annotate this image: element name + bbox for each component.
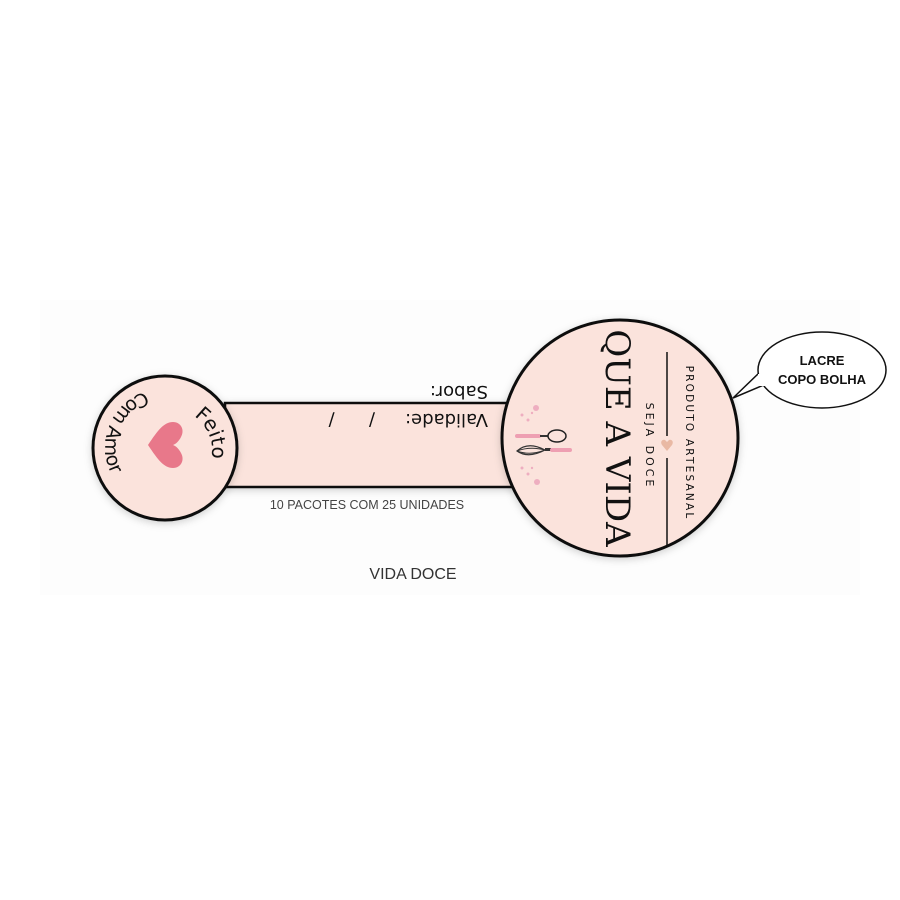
quantity-text: 10 PACOTES COM 25 UNIDADES <box>270 498 464 512</box>
seal-tagline: PRODUTO ARTESANAL <box>683 366 695 521</box>
seal-subtitle: SEJA DOCE <box>643 403 656 490</box>
flavor-label: Sabor: <box>430 381 488 402</box>
bubble-line-2: COPO BOLHA <box>778 372 867 387</box>
validity-label: Validade: <box>405 409 488 430</box>
heart-icon <box>148 422 183 468</box>
label-strip <box>223 401 517 489</box>
main-seal <box>500 318 740 558</box>
bubble-line-1: LACRE <box>800 353 845 368</box>
sprinkle-decoration <box>520 405 540 485</box>
speech-bubble <box>757 331 887 409</box>
brand-name: VIDA DOCE <box>369 566 456 583</box>
whisk-icon <box>516 445 572 456</box>
small-heart-icon <box>661 439 673 451</box>
seal-title: QUE A VIDA <box>597 329 637 547</box>
validity-date-slashes: / / <box>328 409 375 430</box>
spoon-icon <box>515 429 567 443</box>
